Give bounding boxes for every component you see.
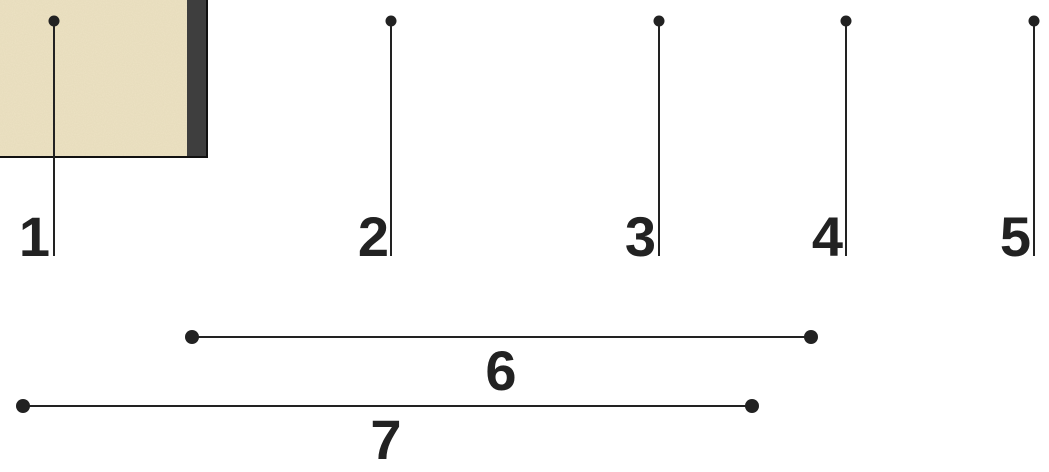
marker-3-dot bbox=[654, 16, 665, 27]
vertical-marker-3: 3 bbox=[625, 16, 665, 269]
marker-7-end-dot bbox=[745, 399, 759, 413]
marker-1-dot bbox=[49, 16, 60, 27]
vertical-marker-2: 2 bbox=[358, 16, 397, 269]
marker-5-label: 5 bbox=[1000, 205, 1031, 268]
horizontal-marker-6: 6 bbox=[185, 330, 818, 402]
vertical-marker-5: 5 bbox=[1000, 16, 1040, 269]
marker-6-label: 6 bbox=[485, 339, 516, 402]
specimen-paper bbox=[0, 0, 187, 157]
marker-6-end-dot bbox=[804, 330, 818, 344]
specimen-image bbox=[0, 0, 207, 157]
marker-2-label: 2 bbox=[358, 205, 389, 268]
marker-7-label: 7 bbox=[370, 408, 401, 471]
marker-1-label: 1 bbox=[19, 205, 50, 268]
marker-2-dot bbox=[386, 16, 397, 27]
marker-3-label: 3 bbox=[625, 205, 656, 268]
horizontal-marker-7: 7 bbox=[16, 399, 759, 471]
marker-4-dot bbox=[841, 16, 852, 27]
marker-6-start-dot bbox=[185, 330, 199, 344]
marker-5-dot bbox=[1029, 16, 1040, 27]
marker-7-start-dot bbox=[16, 399, 30, 413]
marker-4-label: 4 bbox=[812, 205, 843, 268]
specimen-dark-edge bbox=[187, 0, 207, 157]
vertical-marker-4: 4 bbox=[812, 16, 852, 269]
